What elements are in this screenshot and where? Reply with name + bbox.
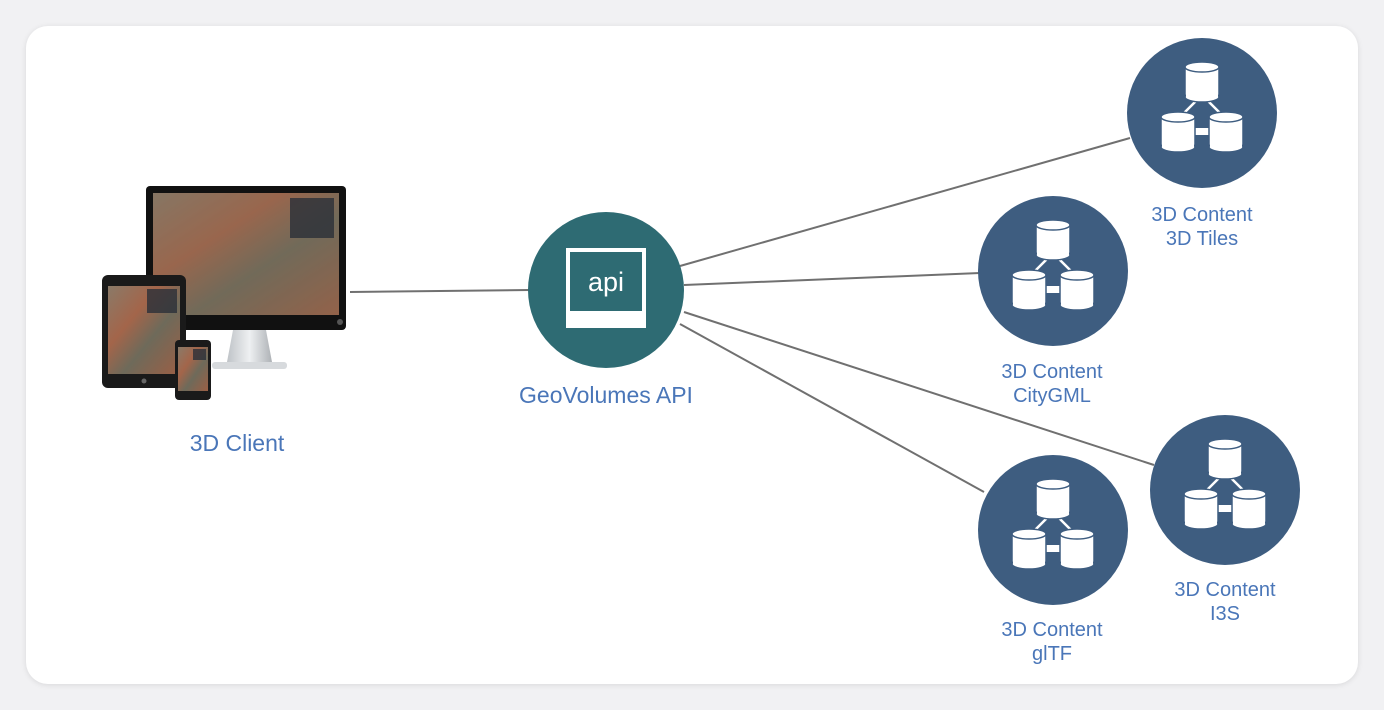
- content-label-line2: glTF: [1032, 642, 1072, 665]
- api-icon-text: api: [588, 267, 624, 297]
- content-label-line2: CityGML: [1013, 384, 1091, 407]
- content-label-gltf: 3D Content glTF: [962, 619, 1142, 666]
- connector-client-api: [349, 289, 531, 293]
- content-label-line1: 3D Content: [1151, 204, 1253, 226]
- content-node-3d-tiles: [1127, 38, 1277, 188]
- client-label: 3D Client: [189, 430, 285, 456]
- content-node-i3s: [1150, 415, 1300, 565]
- 3d-client-devices-image: [102, 186, 346, 400]
- connector-api-citygml: [683, 272, 981, 286]
- content-label-line2: I3S: [1209, 602, 1241, 625]
- content-label-line1: 3D Content: [1001, 361, 1103, 383]
- content-label-line1: 3D Content: [1001, 619, 1103, 641]
- connections: [349, 137, 1155, 493]
- content-label-i3s: 3D Content I3S: [1135, 579, 1315, 626]
- content-label-line1: 3D Content: [1174, 579, 1276, 601]
- content-label-line2: 3D Tiles: [1165, 227, 1239, 250]
- connector-api-i3s: [683, 311, 1155, 466]
- content-label-citygml: 3D Content CityGML: [962, 361, 1142, 408]
- connector-api-3dtiles: [679, 137, 1131, 267]
- connector-api-gltf: [679, 323, 985, 493]
- content-label-3d-tiles: 3D Content 3D Tiles: [1112, 204, 1292, 251]
- geovolumes-api-node: api: [528, 212, 684, 368]
- content-node-citygml: [978, 196, 1128, 346]
- api-label: GeoVolumes API: [519, 382, 693, 408]
- content-node-gltf: [978, 455, 1128, 605]
